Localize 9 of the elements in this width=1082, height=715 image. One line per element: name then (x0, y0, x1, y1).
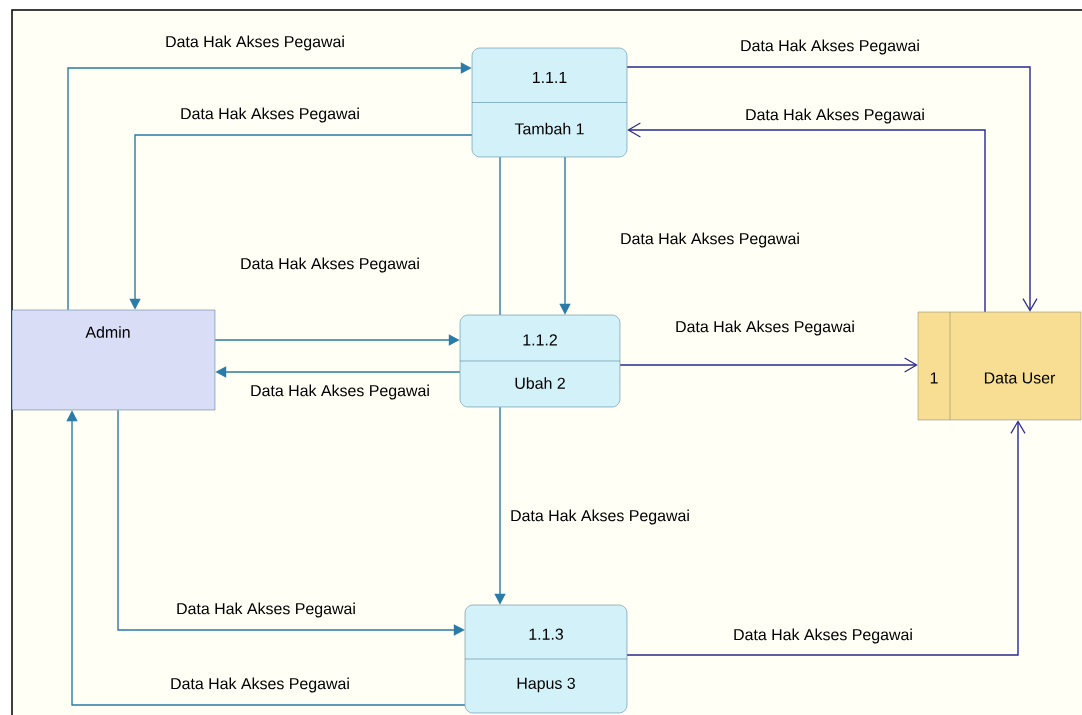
arrow (626, 66, 1038, 312)
arrow (626, 420, 1026, 656)
process-box: 1.1.2 Ubah 2 (459, 314, 621, 408)
arrow (627, 122, 986, 313)
process-box: 1.1.3 Hapus 3 (464, 604, 628, 714)
data-store: 1 Data User (917, 311, 1082, 421)
entity-box: Admin (11, 309, 216, 411)
process-box: 1.1.1 Tambah 1 (471, 47, 628, 158)
arrow (619, 357, 918, 373)
